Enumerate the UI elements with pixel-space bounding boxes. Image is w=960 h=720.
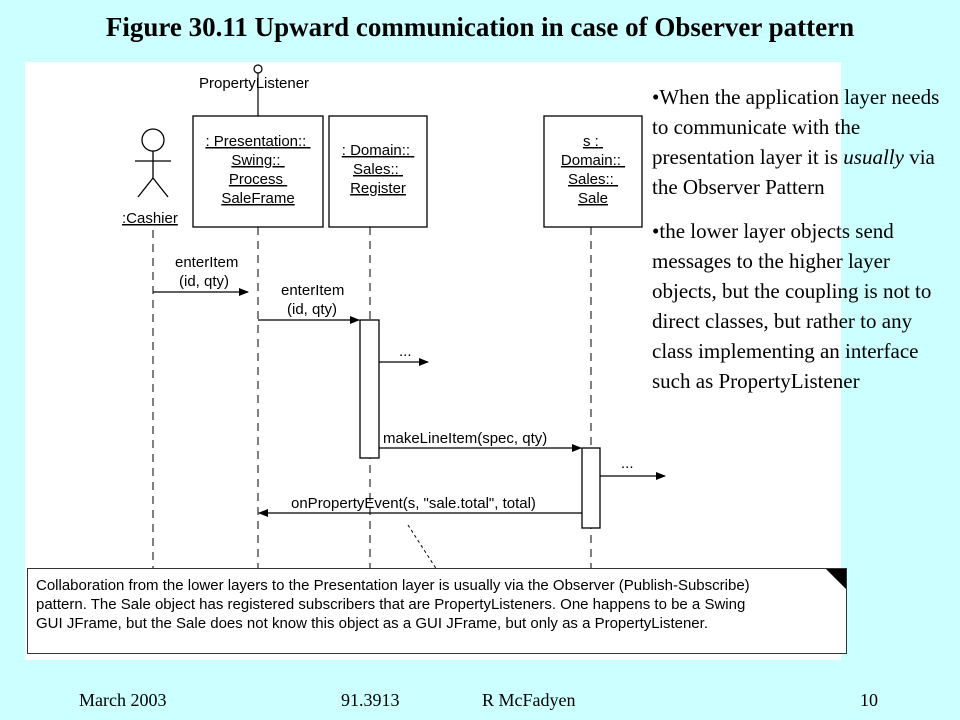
actor-label: :Cashier	[122, 210, 178, 227]
bullet-1-text: When the application layer needs to comm…	[652, 85, 940, 169]
note-fold-icon	[825, 569, 846, 590]
bullet-1-emphasis: usually	[843, 145, 904, 169]
lifeline-label-sale: s : Domain:: Sales:: Sale	[561, 133, 625, 207]
bullet-list: •When the application layer needs to com…	[652, 82, 957, 410]
bullet-item-1: •When the application layer needs to com…	[652, 85, 940, 199]
diagram-note-text: Collaboration from the lower layers to t…	[36, 577, 750, 632]
lifeline-box-sale	[543, 115, 643, 228]
message-label-1: enterItem (id, qty)	[175, 254, 243, 290]
note-anchor-line	[407, 524, 438, 571]
footer-author: R McFadyen	[482, 690, 576, 710]
footer-date: March 2003	[79, 690, 167, 710]
lifeline-label-frame: : Presentation:: Swing:: Process SaleFra…	[205, 133, 310, 207]
message-label-5: ...	[621, 455, 634, 472]
slide-title: Figure 30.11 Upward communication in cas…	[105, 12, 855, 42]
footer-course: 91.3913	[341, 690, 400, 710]
diagram-note: Collaboration from the lower layers to t…	[27, 568, 847, 654]
sequence-diagram: PropertyListener :Cashier : Presentation…	[25, 62, 841, 660]
message-label-2: enterItem (id, qty)	[281, 282, 349, 318]
lifeline-box-frame	[192, 115, 324, 228]
interface-label: PropertyListener	[199, 75, 309, 92]
activation-sale	[581, 447, 601, 529]
message-label-3: ...	[399, 343, 412, 360]
lifeline-box-register	[328, 115, 428, 228]
sequence-diagram-canvas: PropertyListener :Cashier : Presentation…	[122, 64, 666, 572]
lifeline-label-register: : Domain:: Sales:: Register	[342, 142, 415, 197]
interface-lollipop-icon	[253, 64, 263, 74]
footer-page-number: 10	[860, 690, 878, 710]
bullet-2-text: the lower layer objects send messages to…	[652, 219, 932, 393]
message-label-4: makeLineItem(spec, qty)	[383, 430, 547, 447]
bullet-1-text-end: via the Observer Pattern	[652, 145, 935, 199]
message-label-6: onPropertyEvent(s, "sale.total", total)	[291, 495, 536, 512]
activation-register	[359, 319, 380, 459]
cashier-actor-icon	[135, 128, 171, 198]
bullet-item-2: •the lower layer objects send messages t…	[652, 219, 932, 393]
